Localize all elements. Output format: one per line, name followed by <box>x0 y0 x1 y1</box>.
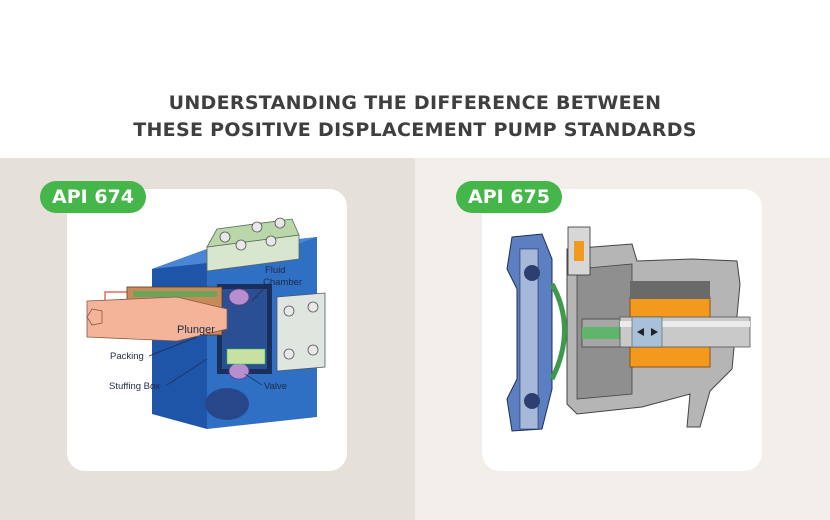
diaphragm-pump-illustration <box>506 226 751 432</box>
title-line-2: THESE POSITIVE DISPLACEMENT PUMP STANDAR… <box>133 119 697 141</box>
page-title: UNDERSTANDING THE DIFFERENCE BETWEEN THE… <box>0 90 830 144</box>
title-line-1: UNDERSTANDING THE DIFFERENCE BETWEEN <box>168 92 662 114</box>
header: UNDERSTANDING THE DIFFERENCE BETWEEN THE… <box>0 0 830 158</box>
label-packing: Packing <box>110 351 144 362</box>
label-fluid: Fluid <box>265 265 286 276</box>
label-chamber: Chamber <box>263 277 302 288</box>
api-674-card: Fluid Chamber Plunger Packing Stuffing B… <box>67 189 347 471</box>
label-stuffing-box: Stuffing Box <box>109 381 160 392</box>
label-plunger: Plunger <box>177 324 215 336</box>
api-675-badge: API 675 <box>456 181 562 213</box>
api-674-badge: API 674 <box>40 181 146 213</box>
label-valve: Valve <box>264 381 287 392</box>
plunger-pump-illustration: Fluid Chamber Plunger Packing Stuffing B… <box>86 217 326 429</box>
api-675-card <box>482 189 762 471</box>
